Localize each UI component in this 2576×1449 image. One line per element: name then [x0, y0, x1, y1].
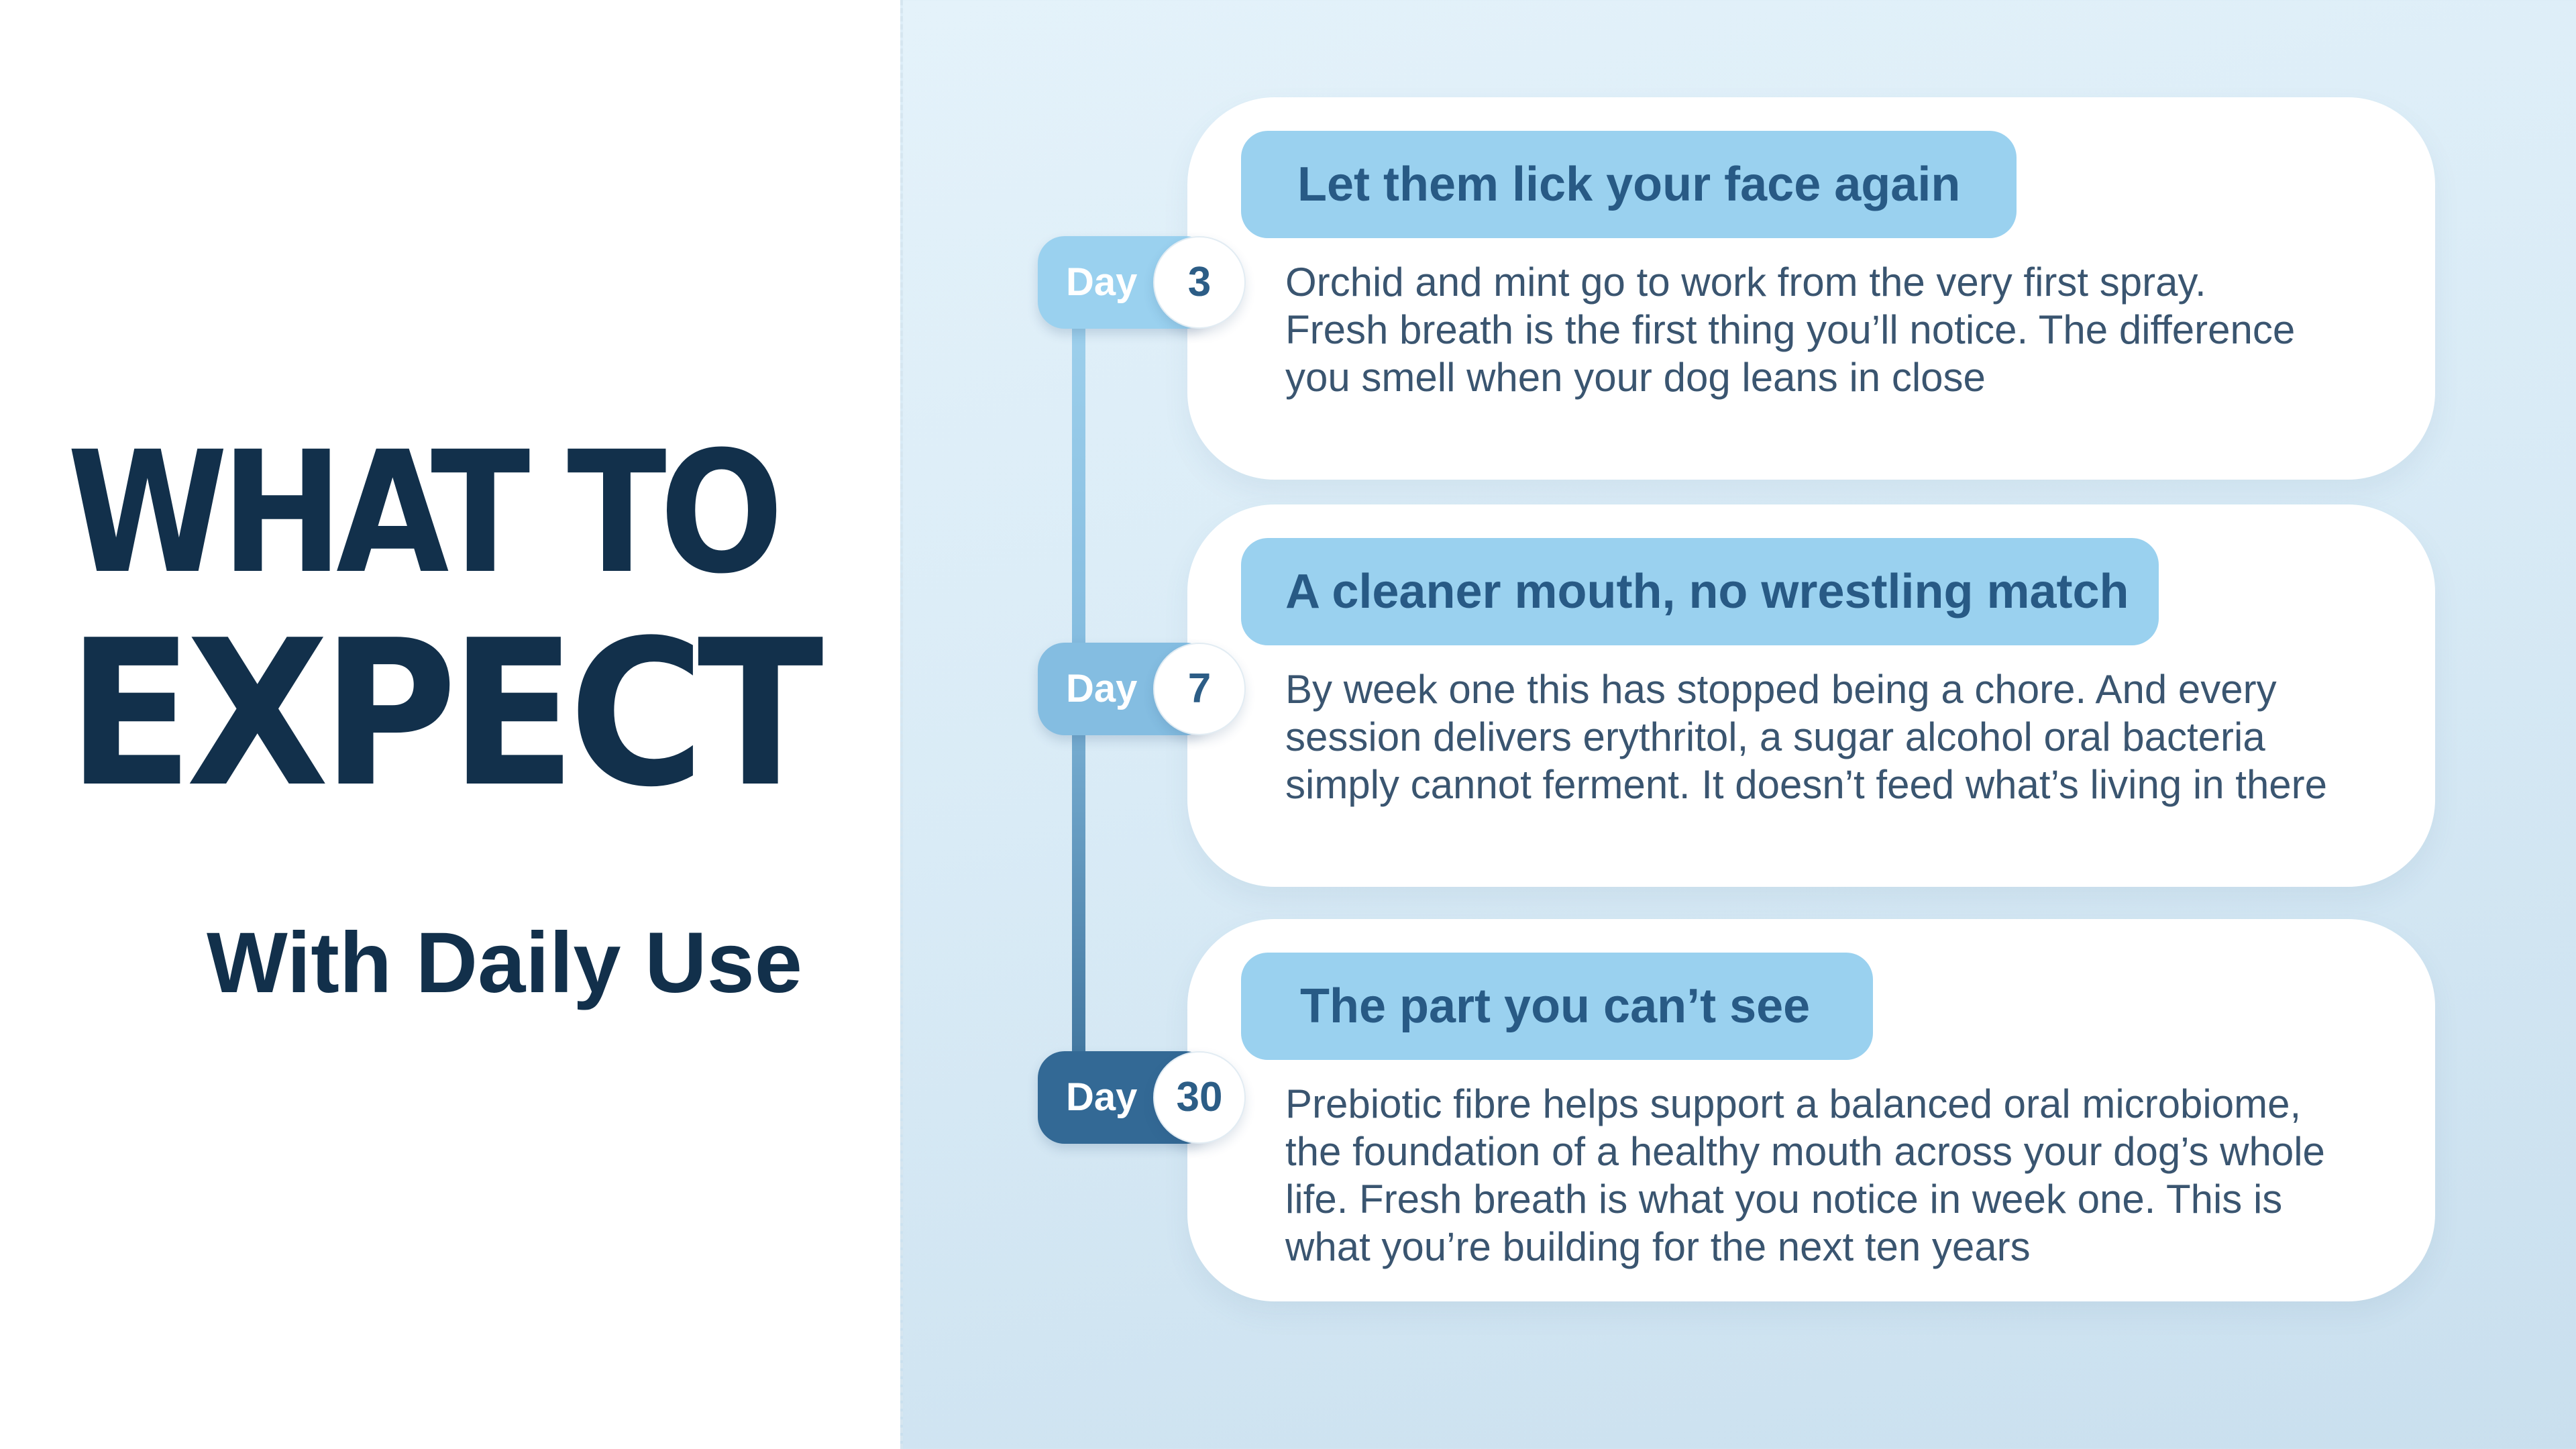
- headline-line-2: EXPECT: [67, 597, 824, 831]
- card-body-line: you smell when your dog leans in close: [1285, 355, 1986, 400]
- day-number: 30: [1153, 1051, 1246, 1144]
- card-body: Orchid and mint go to work from the very…: [1285, 258, 2426, 401]
- left-panel: WHAT TO EXPECT With Daily Use: [0, 0, 900, 1449]
- headline: WHAT TO EXPECT: [67, 429, 883, 815]
- day-badge-3: Day 3: [1038, 236, 1246, 329]
- card-body-line: Prebiotic fibre helps support a balanced…: [1285, 1081, 2302, 1126]
- card-body-line: By week one this has stopped being a cho…: [1285, 667, 2277, 712]
- card-body: Prebiotic fibre helps support a balanced…: [1285, 1080, 2426, 1271]
- card-body-line: Orchid and mint go to work from the very…: [1285, 260, 2206, 305]
- day-label: Day: [1066, 667, 1138, 710]
- card-body-line: what you’re building for the next ten ye…: [1285, 1224, 2031, 1269]
- headline-line-1: WHAT TO: [67, 415, 784, 610]
- day-label: Day: [1066, 260, 1138, 304]
- card-title: The part you can’t see: [1241, 953, 1874, 1060]
- timeline-card-day-7: A cleaner mouth, no wrestling match By w…: [1187, 504, 2435, 887]
- day-label: Day: [1066, 1075, 1138, 1119]
- card-body-line: simply cannot ferment. It doesn’t feed w…: [1285, 762, 2328, 807]
- timeline-card-day-30: The part you can’t see Prebiotic fibre h…: [1187, 919, 2435, 1301]
- card-title: Let them lick your face again: [1241, 131, 2017, 238]
- timeline-card-day-3: Let them lick your face again Orchid and…: [1187, 97, 2435, 480]
- card-body-line: the foundation of a healthy mouth across…: [1285, 1129, 2325, 1174]
- day-badge-30: Day 30: [1038, 1051, 1246, 1144]
- day-number: 7: [1153, 643, 1246, 735]
- subtitle: With Daily Use: [207, 915, 802, 1011]
- card-body-line: life. Fresh breath is what you notice in…: [1285, 1177, 2283, 1222]
- day-badge-7: Day 7: [1038, 643, 1246, 735]
- card-body-line: session delivers erythritol, a sugar alc…: [1285, 714, 2265, 759]
- day-number: 3: [1153, 236, 1246, 329]
- card-body: By week one this has stopped being a cho…: [1285, 665, 2426, 808]
- card-body-line: Fresh breath is the first thing you’ll n…: [1285, 307, 2296, 352]
- card-title: A cleaner mouth, no wrestling match: [1241, 538, 2159, 645]
